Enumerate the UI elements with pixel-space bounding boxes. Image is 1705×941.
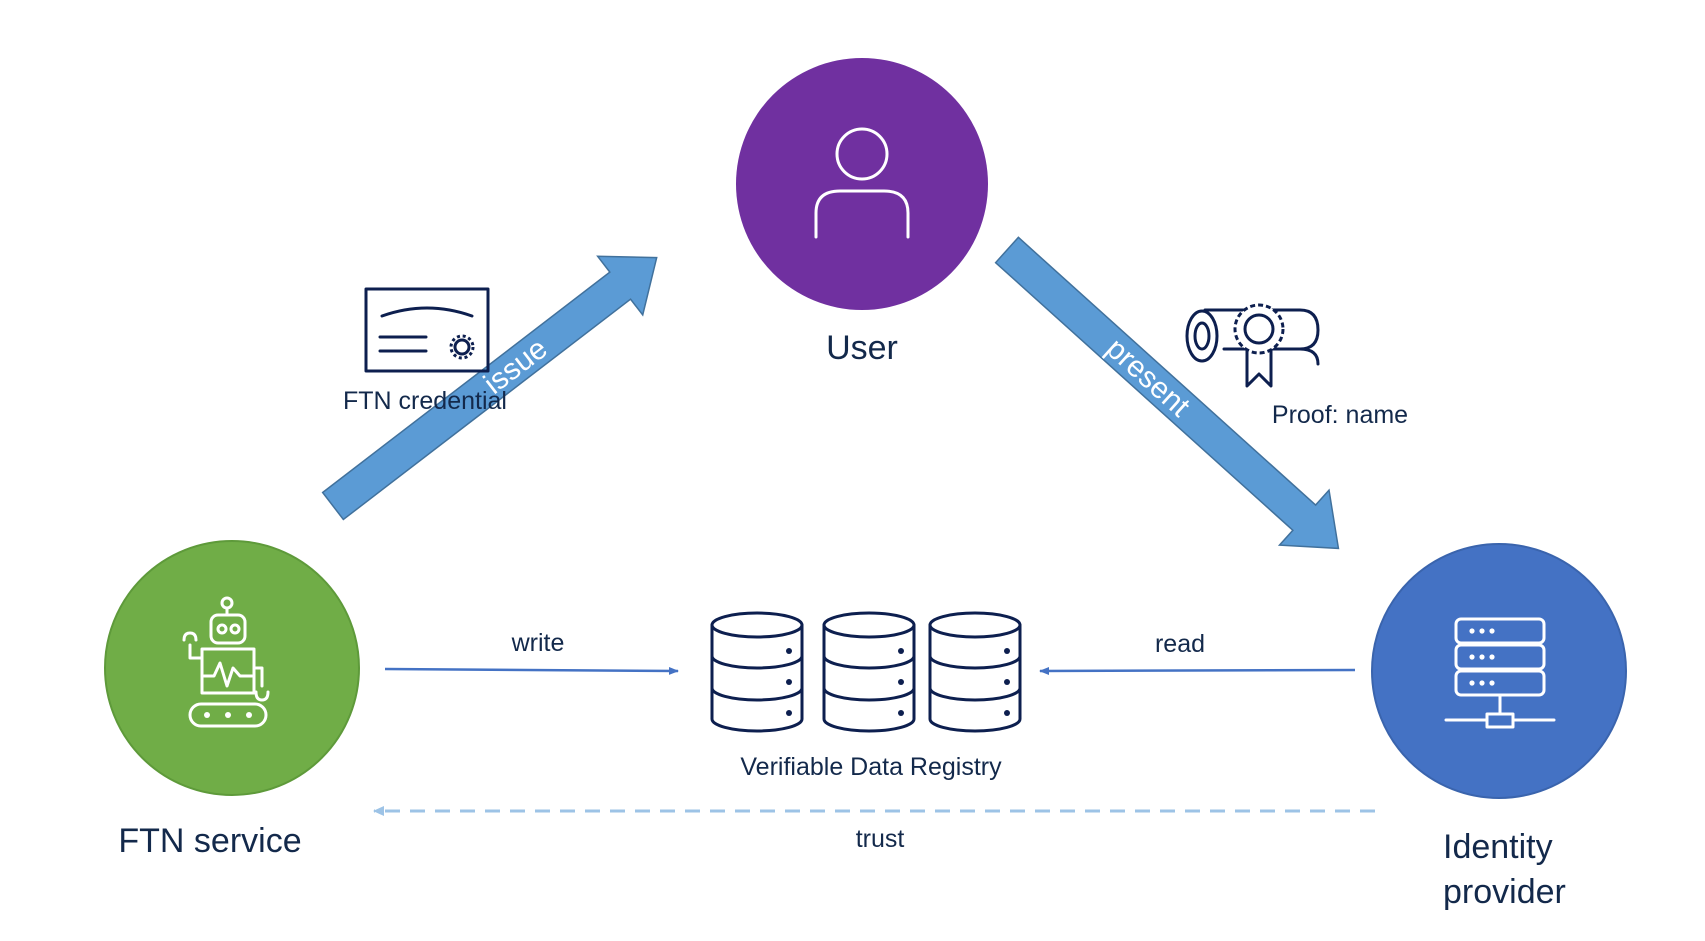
database-icon <box>710 611 1022 733</box>
identity-provider-label-line2: provider <box>1443 873 1566 911</box>
trust-arrow: trust <box>373 806 1375 853</box>
user-node: User <box>736 58 988 367</box>
present-label: present <box>1100 332 1197 424</box>
proof-label: Proof: name <box>1272 401 1408 429</box>
user-label: User <box>826 329 898 367</box>
issue-arrow: issue <box>321 255 658 521</box>
person-icon <box>814 127 910 239</box>
write-label: write <box>511 629 565 657</box>
read-arrow: read <box>1039 630 1356 675</box>
server-icon <box>1444 617 1556 729</box>
identity-provider-node: Identity provider <box>1371 543 1627 911</box>
ftn-credential-label: FTN credential <box>343 387 507 415</box>
database-cylinder-2 <box>822 611 916 733</box>
present-arrow: present <box>994 236 1340 550</box>
database-cylinder-3 <box>928 611 1022 733</box>
diploma-icon <box>1185 303 1320 388</box>
ftn-service-label: FTN service <box>118 822 301 860</box>
write-arrow: write <box>384 629 679 675</box>
ftn-service-node: FTN service <box>104 540 360 860</box>
robot-icon <box>182 596 270 728</box>
identity-provider-label-line1: Identity <box>1443 828 1553 866</box>
trust-label: trust <box>856 825 905 853</box>
read-label: read <box>1155 630 1205 658</box>
certificate-icon <box>364 287 490 373</box>
database-cylinder-1 <box>710 611 804 733</box>
registry-label: Verifiable Data Registry <box>740 753 1002 781</box>
